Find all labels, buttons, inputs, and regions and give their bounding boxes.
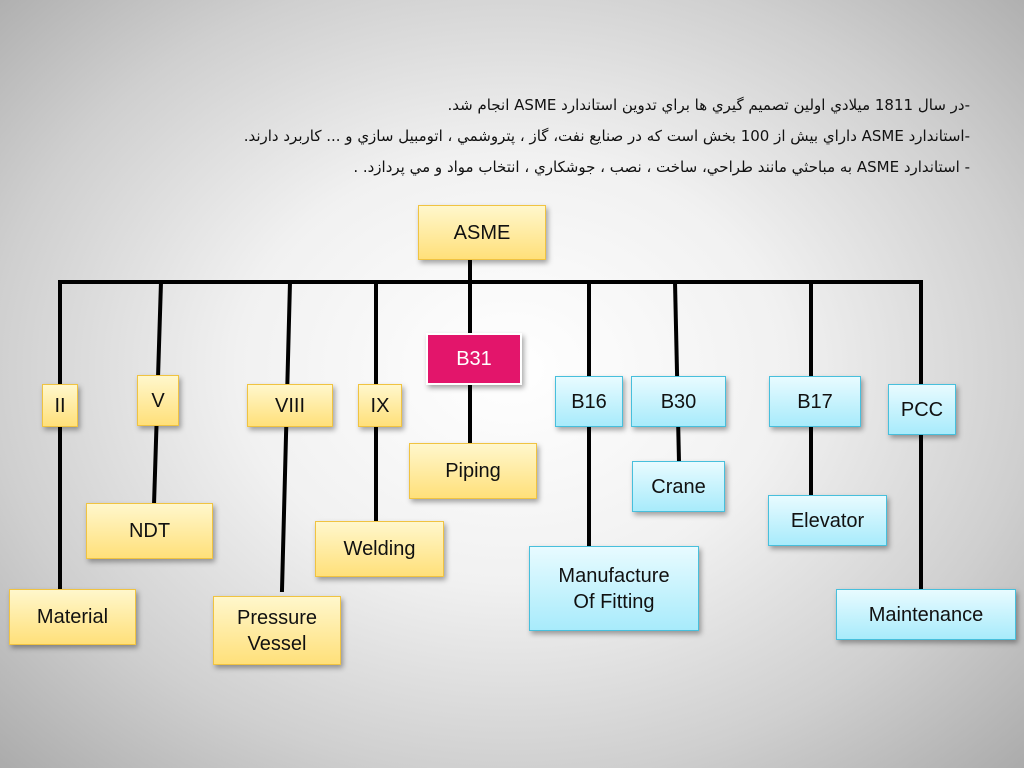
connector-viii <box>279 279 293 593</box>
section-ix: IX <box>358 384 402 427</box>
topic-material: Material <box>9 589 136 645</box>
section-b16: B16 <box>555 376 623 427</box>
topic-piping: Piping <box>409 443 537 499</box>
section-b31: B31 <box>426 333 522 385</box>
section-b17: B17 <box>769 376 861 427</box>
topic-ndt: NDT <box>86 503 213 559</box>
intro-line-1: -در سال 1811 ميلادي اولين تصميم گيري ها … <box>447 96 970 114</box>
intro-line-3: - استاندارد ASME به مباحثي مانند طراحي، … <box>353 158 970 176</box>
topic-pressure-vessel: Pressure Vessel <box>213 596 341 665</box>
section-pcc: PCC <box>888 384 956 435</box>
section-v: V <box>137 375 179 426</box>
section-viii: VIII <box>247 384 333 427</box>
root-asme: ASME <box>418 205 546 260</box>
topic-manufacture-of-fitting: Manufacture Of Fitting <box>529 546 699 631</box>
topic-welding: Welding <box>315 521 444 577</box>
section-ii: II <box>42 384 78 427</box>
intro-text: -در سال 1811 ميلادي اولين تصميم گيري ها … <box>90 90 970 183</box>
topic-maintenance: Maintenance <box>836 589 1016 640</box>
connector-b30 <box>672 279 682 465</box>
intro-line-2: -استاندارد ASME داراي بيش از 100 بخش است… <box>243 127 970 145</box>
section-b30: B30 <box>631 376 726 427</box>
topic-elevator: Elevator <box>768 495 887 546</box>
topic-crane: Crane <box>632 461 725 512</box>
